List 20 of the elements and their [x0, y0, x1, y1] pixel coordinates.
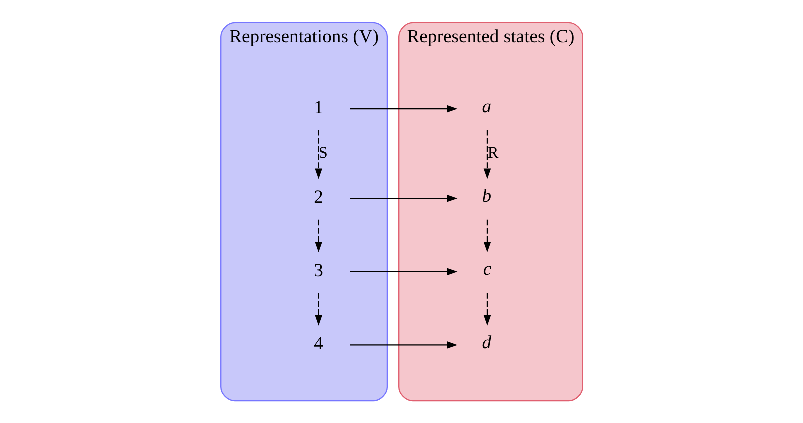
arrow: [350, 104, 458, 112]
arrow: [314, 219, 322, 252]
node-text: a: [482, 96, 492, 117]
node-text: c: [482, 258, 492, 280]
arrow: [350, 341, 458, 348]
node-text: 3: [314, 260, 323, 281]
node-text: d: [482, 332, 492, 353]
arrow: [350, 268, 458, 276]
arrow: [350, 194, 458, 202]
arrow: [314, 292, 322, 326]
arrow: [314, 130, 322, 179]
arrow: [483, 219, 491, 252]
node-text: b: [482, 185, 492, 206]
node-text: 1: [314, 96, 323, 118]
edge-label: R: [487, 142, 498, 162]
node-text: 2: [314, 186, 323, 208]
arrow: [483, 130, 491, 179]
arrow: [483, 292, 491, 326]
node-text: 4: [314, 333, 323, 354]
edge-label: S: [318, 142, 328, 162]
